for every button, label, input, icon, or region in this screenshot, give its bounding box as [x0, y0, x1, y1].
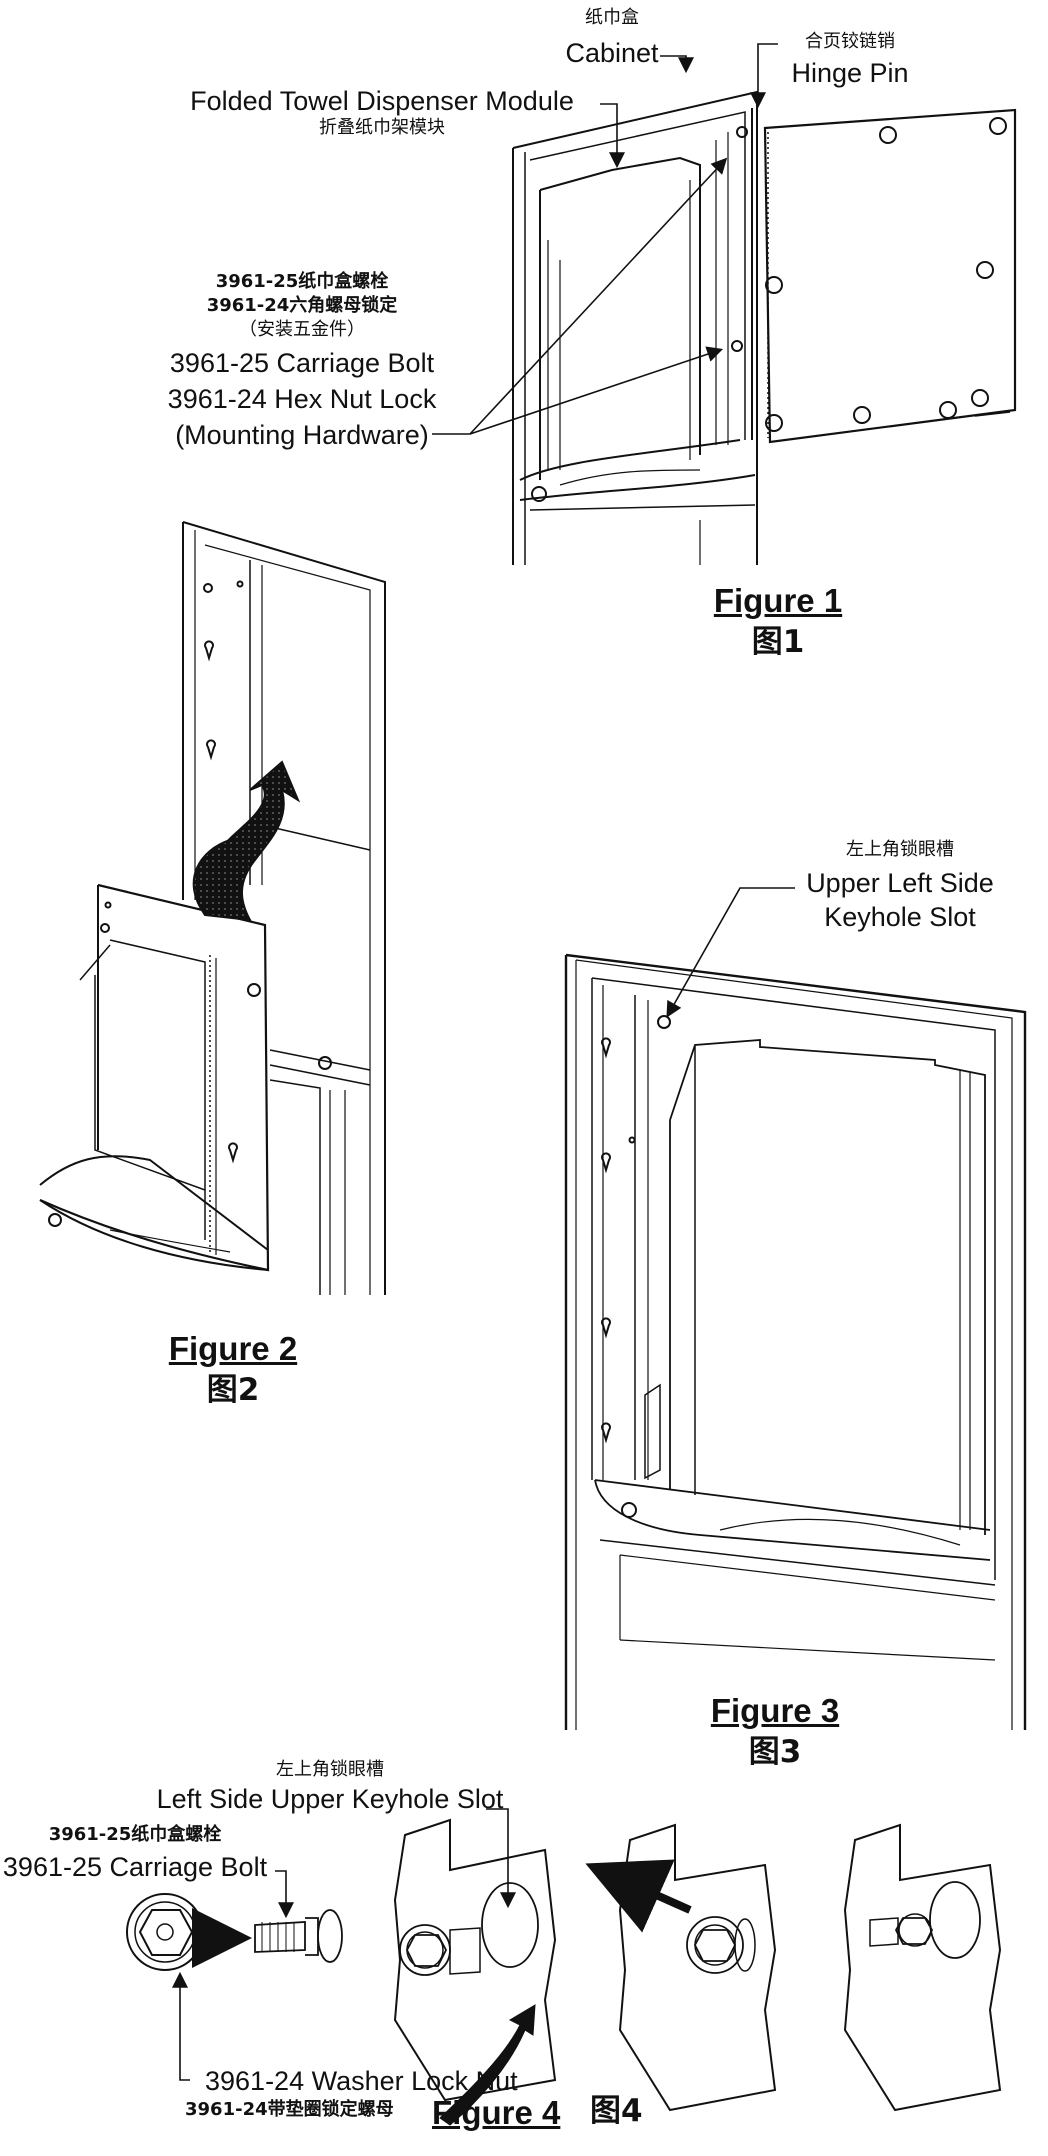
figure1-caption-zh: 图1 — [751, 624, 805, 660]
figure3-leaders — [666, 887, 795, 1018]
fig4-nut-label-zh: 3961-24带垫圈锁定螺母 — [185, 2099, 394, 2120]
figure1-leaders — [432, 43, 778, 435]
cabinet-label-zh: 纸巾盒 — [585, 7, 639, 28]
hinge-pin-label-zh: 合页铰链销 — [805, 31, 895, 52]
figure4-caption: Figure 4 — [432, 2094, 561, 2131]
figure2-caption: Figure 2 — [168, 1330, 298, 1367]
push-arrow — [439, 2004, 536, 2126]
fig4-slot-label-zh: 左上角锁眼槽 — [276, 1759, 384, 1780]
figure1-caption: Figure 1 — [713, 582, 843, 619]
figure2-caption-zh: 图2 — [206, 1372, 260, 1408]
slide-arrow — [585, 1859, 692, 1933]
figure2-drawing — [39, 521, 386, 1295]
fig4-nut-label: 3961-24 Washer Lock Nut — [205, 2066, 518, 2096]
hardware-label-zh-3: （安装五金件） — [239, 319, 365, 340]
fig4-bolt-label: 3961-25 Carriage Bolt — [2, 1852, 268, 1882]
keyhole-slot-label-zh: 左上角锁眼槽 — [846, 839, 954, 860]
figure3-caption-zh: 图3 — [748, 1734, 802, 1770]
hardware-label-3: (Mounting Hardware) — [175, 420, 429, 450]
cabinet-label: Cabinet — [565, 38, 659, 68]
figure4-leaders — [172, 1808, 516, 2081]
module-label: Folded Towel Dispenser Module — [190, 86, 574, 116]
keyhole-slot-label-1: Upper Left Side — [806, 868, 994, 898]
hardware-label-zh-2: 3961-24六角螺母锁定 — [206, 295, 398, 316]
figure3-drawing — [564, 953, 1027, 1730]
figure4-drawing — [126, 1818, 1002, 2112]
figure1-drawing — [512, 90, 1017, 565]
hardware-label-1: 3961-25 Carriage Bolt — [169, 348, 435, 378]
figure4-caption-zh: 图4 — [590, 2093, 643, 2129]
hinge-pin-label: Hinge Pin — [791, 58, 909, 88]
fig4-bolt-label-zh: 3961-25纸巾盒螺栓 — [48, 1824, 222, 1845]
module-label-zh: 折叠纸巾架模块 — [319, 117, 445, 138]
hardware-label-2: 3961-24 Hex Nut Lock — [167, 384, 437, 414]
fig4-slot-label: Left Side Upper Keyhole Slot — [156, 1784, 504, 1814]
keyhole-slot-label-2: Keyhole Slot — [824, 902, 976, 932]
hardware-label-zh-1: 3961-25纸巾盒螺栓 — [215, 271, 389, 292]
figure3-caption: Figure 3 — [710, 1692, 840, 1729]
